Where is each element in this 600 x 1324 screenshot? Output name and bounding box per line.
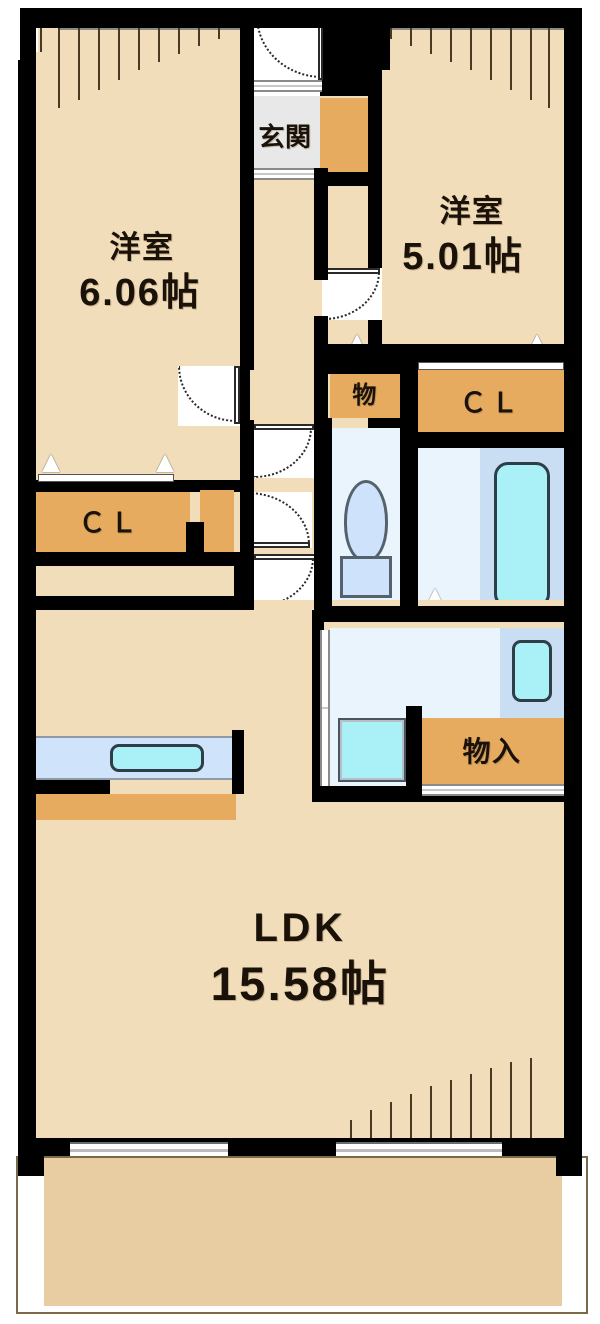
room-label-left-size: 6.06帖 (79, 272, 201, 314)
wall-ldk-top-left (22, 596, 254, 610)
left-alcove-cut (0, 0, 20, 60)
wet-door-leaf-b (246, 542, 310, 548)
room-label-right-size: 5.01帖 (402, 236, 524, 278)
wall-cl-left-inner (186, 522, 204, 554)
wall-right-room-bottom (328, 344, 564, 360)
balcony-rail-edge (16, 1156, 588, 1314)
wall-cl-left-bottom (22, 552, 244, 566)
wet-door-leaf-a (254, 424, 314, 430)
ldk-label-name: LDK (253, 906, 347, 950)
mono-iri-left-wall (406, 706, 422, 790)
storage-mono (330, 374, 400, 418)
storage-mono-iri-label-redraw: 物入 (462, 736, 522, 767)
balcony-floor (44, 1158, 562, 1306)
cl-left-rail (38, 474, 174, 482)
wall-toilet-right (400, 418, 418, 618)
entry-threshold (250, 80, 322, 92)
wall-left-room-right (240, 8, 254, 370)
toilet-tank-icon (340, 556, 392, 598)
ldk-door-leaf (254, 554, 316, 560)
entry-label: 玄関 (258, 122, 312, 152)
room-label-left-name: 洋室 (109, 230, 175, 265)
entry-inner-threshold (250, 168, 320, 180)
left-cl-wall-top (22, 480, 244, 492)
closet-cl-right-label: ＣＬ (459, 388, 523, 418)
toilet-bowl-icon (344, 480, 388, 562)
washroom-slider-redraw (320, 630, 330, 786)
room-label-right-name: 洋室 (439, 194, 505, 229)
wall-toilet-left (320, 418, 332, 618)
right-room-door-leaf (322, 268, 380, 274)
washing-machine-pan-redraw (338, 718, 406, 782)
arrow-marker-cl-left-1 (42, 454, 60, 472)
bathtub-icon (494, 462, 550, 608)
closet-cl-left-label: ＣＬ (78, 508, 142, 538)
wall-right-outer-bath (564, 8, 582, 1158)
ldk-label-size: 15.58帖 (210, 957, 390, 1010)
wall-bath-top (400, 432, 564, 448)
left-room-door-leaf (234, 366, 240, 424)
cl-right-rail (418, 362, 564, 370)
left-room-light-hatch (36, 28, 240, 112)
closet-cl-left-side (200, 490, 234, 552)
kitchen-right-wall (232, 730, 244, 794)
wall-top-outer (18, 8, 582, 28)
wall-entry-under (316, 172, 382, 186)
room-floor-right (382, 28, 564, 358)
closet-cl-left-ext (160, 492, 190, 530)
wall-toilet-bottom (320, 606, 406, 622)
storage-mono-iri-redraw (420, 718, 564, 786)
entry-tile-floor (250, 96, 320, 172)
wall-hallway-right (314, 168, 328, 280)
storage-mono-label: 物 (352, 382, 378, 409)
closet-cl-right (418, 370, 564, 436)
wall-left-outer (18, 8, 36, 1158)
right-room-light-hatch (382, 28, 564, 112)
wall-bath-bottom (400, 606, 564, 622)
wall-entry-right (368, 64, 382, 180)
kitchen-sink-icon (110, 744, 204, 772)
kitchen-counter-edge-wall (32, 780, 110, 794)
kitchen-base-cabinet (32, 794, 236, 820)
shoe-cabinet (320, 98, 368, 172)
arrow-marker-cl-left-2 (156, 454, 174, 472)
left-alcove-floor (36, 52, 58, 112)
ldk-light-hatch (340, 1058, 564, 1142)
washbasin-icon-redraw (512, 640, 552, 702)
washroom-threshold-redraw (422, 784, 564, 796)
